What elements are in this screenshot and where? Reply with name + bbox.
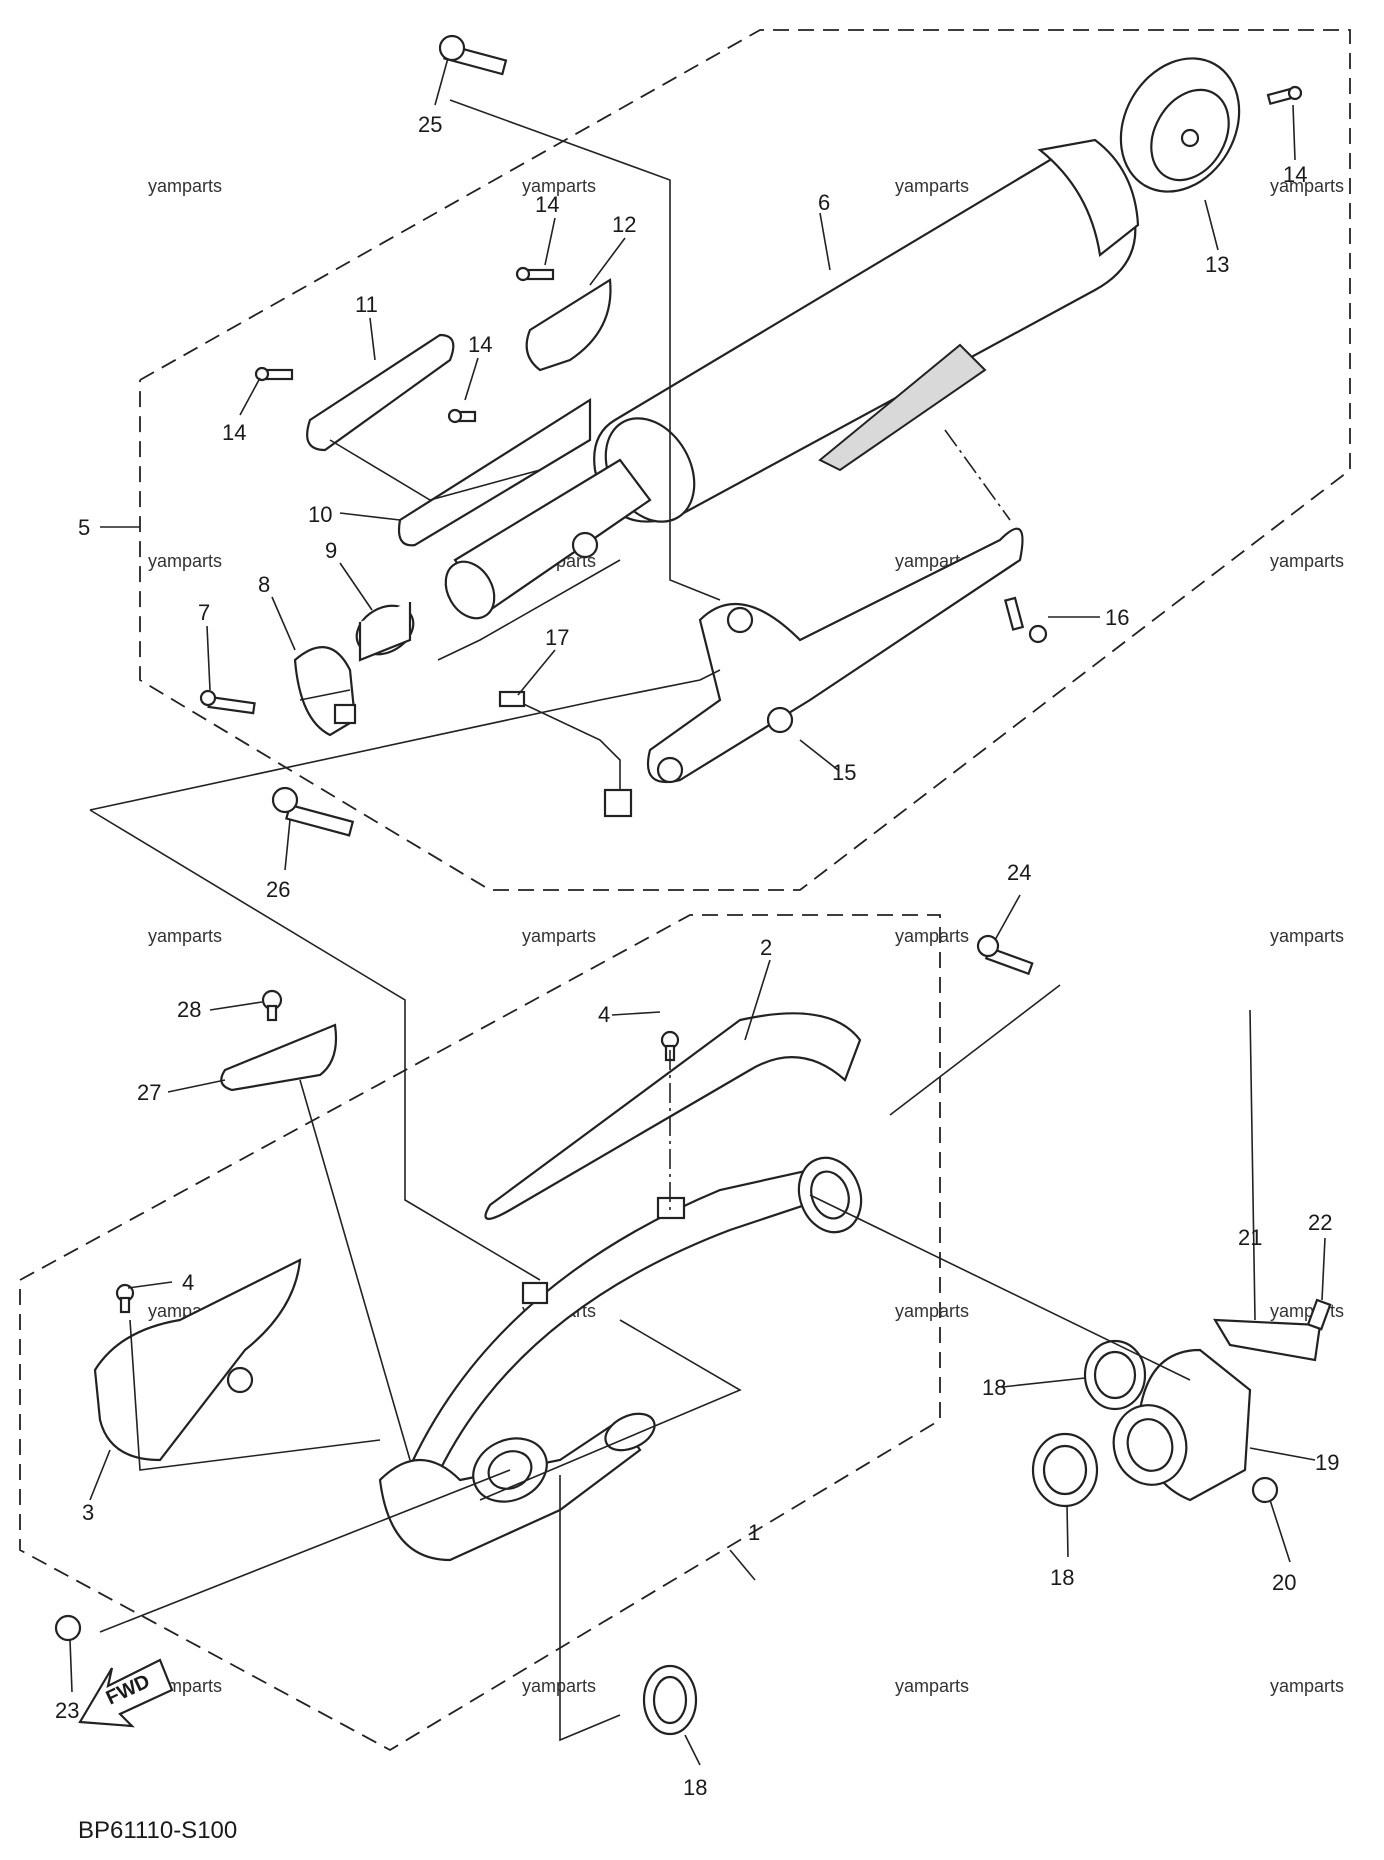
callout-28: 28 bbox=[177, 997, 201, 1022]
gasket-18-a bbox=[1083, 1339, 1147, 1411]
bolt-26 bbox=[271, 786, 355, 837]
callout-20: 20 bbox=[1272, 1570, 1296, 1595]
callout-18-middle: 18 bbox=[1050, 1565, 1074, 1590]
callout-22: 22 bbox=[1308, 1210, 1332, 1235]
heat-shield-3 bbox=[93, 1258, 302, 1462]
gasket-18-b bbox=[1031, 1432, 1099, 1508]
screw-14-d bbox=[1266, 85, 1303, 106]
watermark: yamparts bbox=[1270, 1301, 1344, 1321]
callout-14-middle: 14 bbox=[468, 332, 492, 357]
bolt-16 bbox=[1003, 596, 1048, 644]
sensor-17 bbox=[498, 690, 633, 818]
callout-5: 5 bbox=[78, 515, 90, 540]
callout-12: 12 bbox=[612, 212, 636, 237]
screw-14-b bbox=[447, 408, 477, 424]
muffler-body bbox=[593, 138, 1140, 523]
watermark: yamparts bbox=[895, 176, 969, 196]
callout-14-right: 14 bbox=[1283, 162, 1307, 187]
assembly-lines bbox=[89, 99, 1191, 1742]
protector-10 bbox=[397, 398, 592, 547]
callout-leaders bbox=[69, 57, 1326, 1766]
callout-14-upper: 14 bbox=[535, 192, 559, 217]
watermark: yamparts bbox=[522, 1676, 596, 1696]
screw-4-b bbox=[115, 1283, 135, 1314]
heat-shield-2 bbox=[484, 1012, 862, 1220]
muffler-end-cap bbox=[1119, 57, 1241, 193]
joint-19 bbox=[1112, 1348, 1252, 1502]
callout-18-upper: 18 bbox=[982, 1375, 1006, 1400]
nut-23 bbox=[54, 1614, 82, 1642]
callout-labels: 1 2 3 4 4 5 6 7 8 9 10 11 12 13 14 14 14… bbox=[55, 112, 1339, 1800]
watermark: yamparts bbox=[895, 1301, 969, 1321]
protector-27 bbox=[220, 1023, 338, 1092]
watermark: yamparts bbox=[1270, 176, 1344, 196]
diagram-code: BP61110-S100 bbox=[78, 1817, 237, 1844]
callout-25: 25 bbox=[418, 112, 442, 137]
exhaust-pipe-assembly-boundary bbox=[19, 914, 941, 1752]
callout-15: 15 bbox=[832, 760, 856, 785]
watermark: yamparts bbox=[148, 176, 222, 196]
callout-8: 8 bbox=[258, 572, 270, 597]
bracket-15 bbox=[646, 527, 1024, 784]
watermark: yamparts bbox=[148, 551, 222, 571]
muffler-assembly-boundary bbox=[139, 29, 1351, 891]
callout-9: 9 bbox=[325, 538, 337, 563]
watermark: yamparts bbox=[522, 176, 596, 196]
callout-17: 17 bbox=[545, 625, 569, 650]
nut-20 bbox=[1251, 1476, 1279, 1504]
callout-11: 11 bbox=[355, 292, 378, 317]
callout-2: 2 bbox=[760, 935, 772, 960]
callout-4-upper: 4 bbox=[598, 1002, 610, 1027]
callout-4-lower: 4 bbox=[182, 1270, 194, 1295]
gasket-18-c bbox=[642, 1664, 698, 1736]
protector-11 bbox=[306, 333, 455, 452]
bolt-24 bbox=[976, 934, 1034, 976]
bolt-22 bbox=[1306, 1298, 1332, 1331]
muffler-inlet-pipe bbox=[444, 458, 652, 620]
bolt-7 bbox=[199, 689, 256, 715]
callout-26: 26 bbox=[266, 877, 290, 902]
watermark: yamparts bbox=[1270, 551, 1344, 571]
callout-3: 3 bbox=[82, 1500, 94, 1525]
callout-21: 21 bbox=[1238, 1225, 1262, 1250]
callout-1: 1 bbox=[748, 1520, 760, 1545]
callout-6: 6 bbox=[818, 190, 830, 215]
callout-18-bottom: 18 bbox=[683, 1775, 707, 1800]
watermark: yamparts bbox=[522, 926, 596, 946]
protector-12 bbox=[525, 278, 612, 372]
watermark: yamparts bbox=[895, 1676, 969, 1696]
callout-10: 10 bbox=[308, 502, 332, 527]
screw-28 bbox=[261, 989, 283, 1022]
watermark: yamparts bbox=[1270, 926, 1344, 946]
callout-23: 23 bbox=[55, 1698, 79, 1723]
callout-7: 7 bbox=[198, 600, 210, 625]
watermark: yamparts bbox=[1270, 1676, 1344, 1696]
bolt-25 bbox=[438, 34, 508, 76]
watermark: yamparts bbox=[895, 926, 969, 946]
callout-13: 13 bbox=[1205, 252, 1229, 277]
exhaust-pipe-1 bbox=[378, 1156, 863, 1562]
bracket-21 bbox=[1212, 1318, 1322, 1362]
forward-arrow: FWD bbox=[78, 1658, 174, 1728]
callout-16: 16 bbox=[1105, 605, 1129, 630]
callout-27: 27 bbox=[137, 1080, 161, 1105]
callout-19: 19 bbox=[1315, 1450, 1339, 1475]
callout-24: 24 bbox=[1007, 860, 1031, 885]
callout-14-left: 14 bbox=[222, 420, 246, 445]
screw-14-a bbox=[254, 366, 294, 382]
watermark: yamparts bbox=[148, 926, 222, 946]
gasket-9 bbox=[355, 602, 415, 662]
clamp-8 bbox=[293, 646, 357, 737]
screw-14-c bbox=[515, 266, 555, 282]
